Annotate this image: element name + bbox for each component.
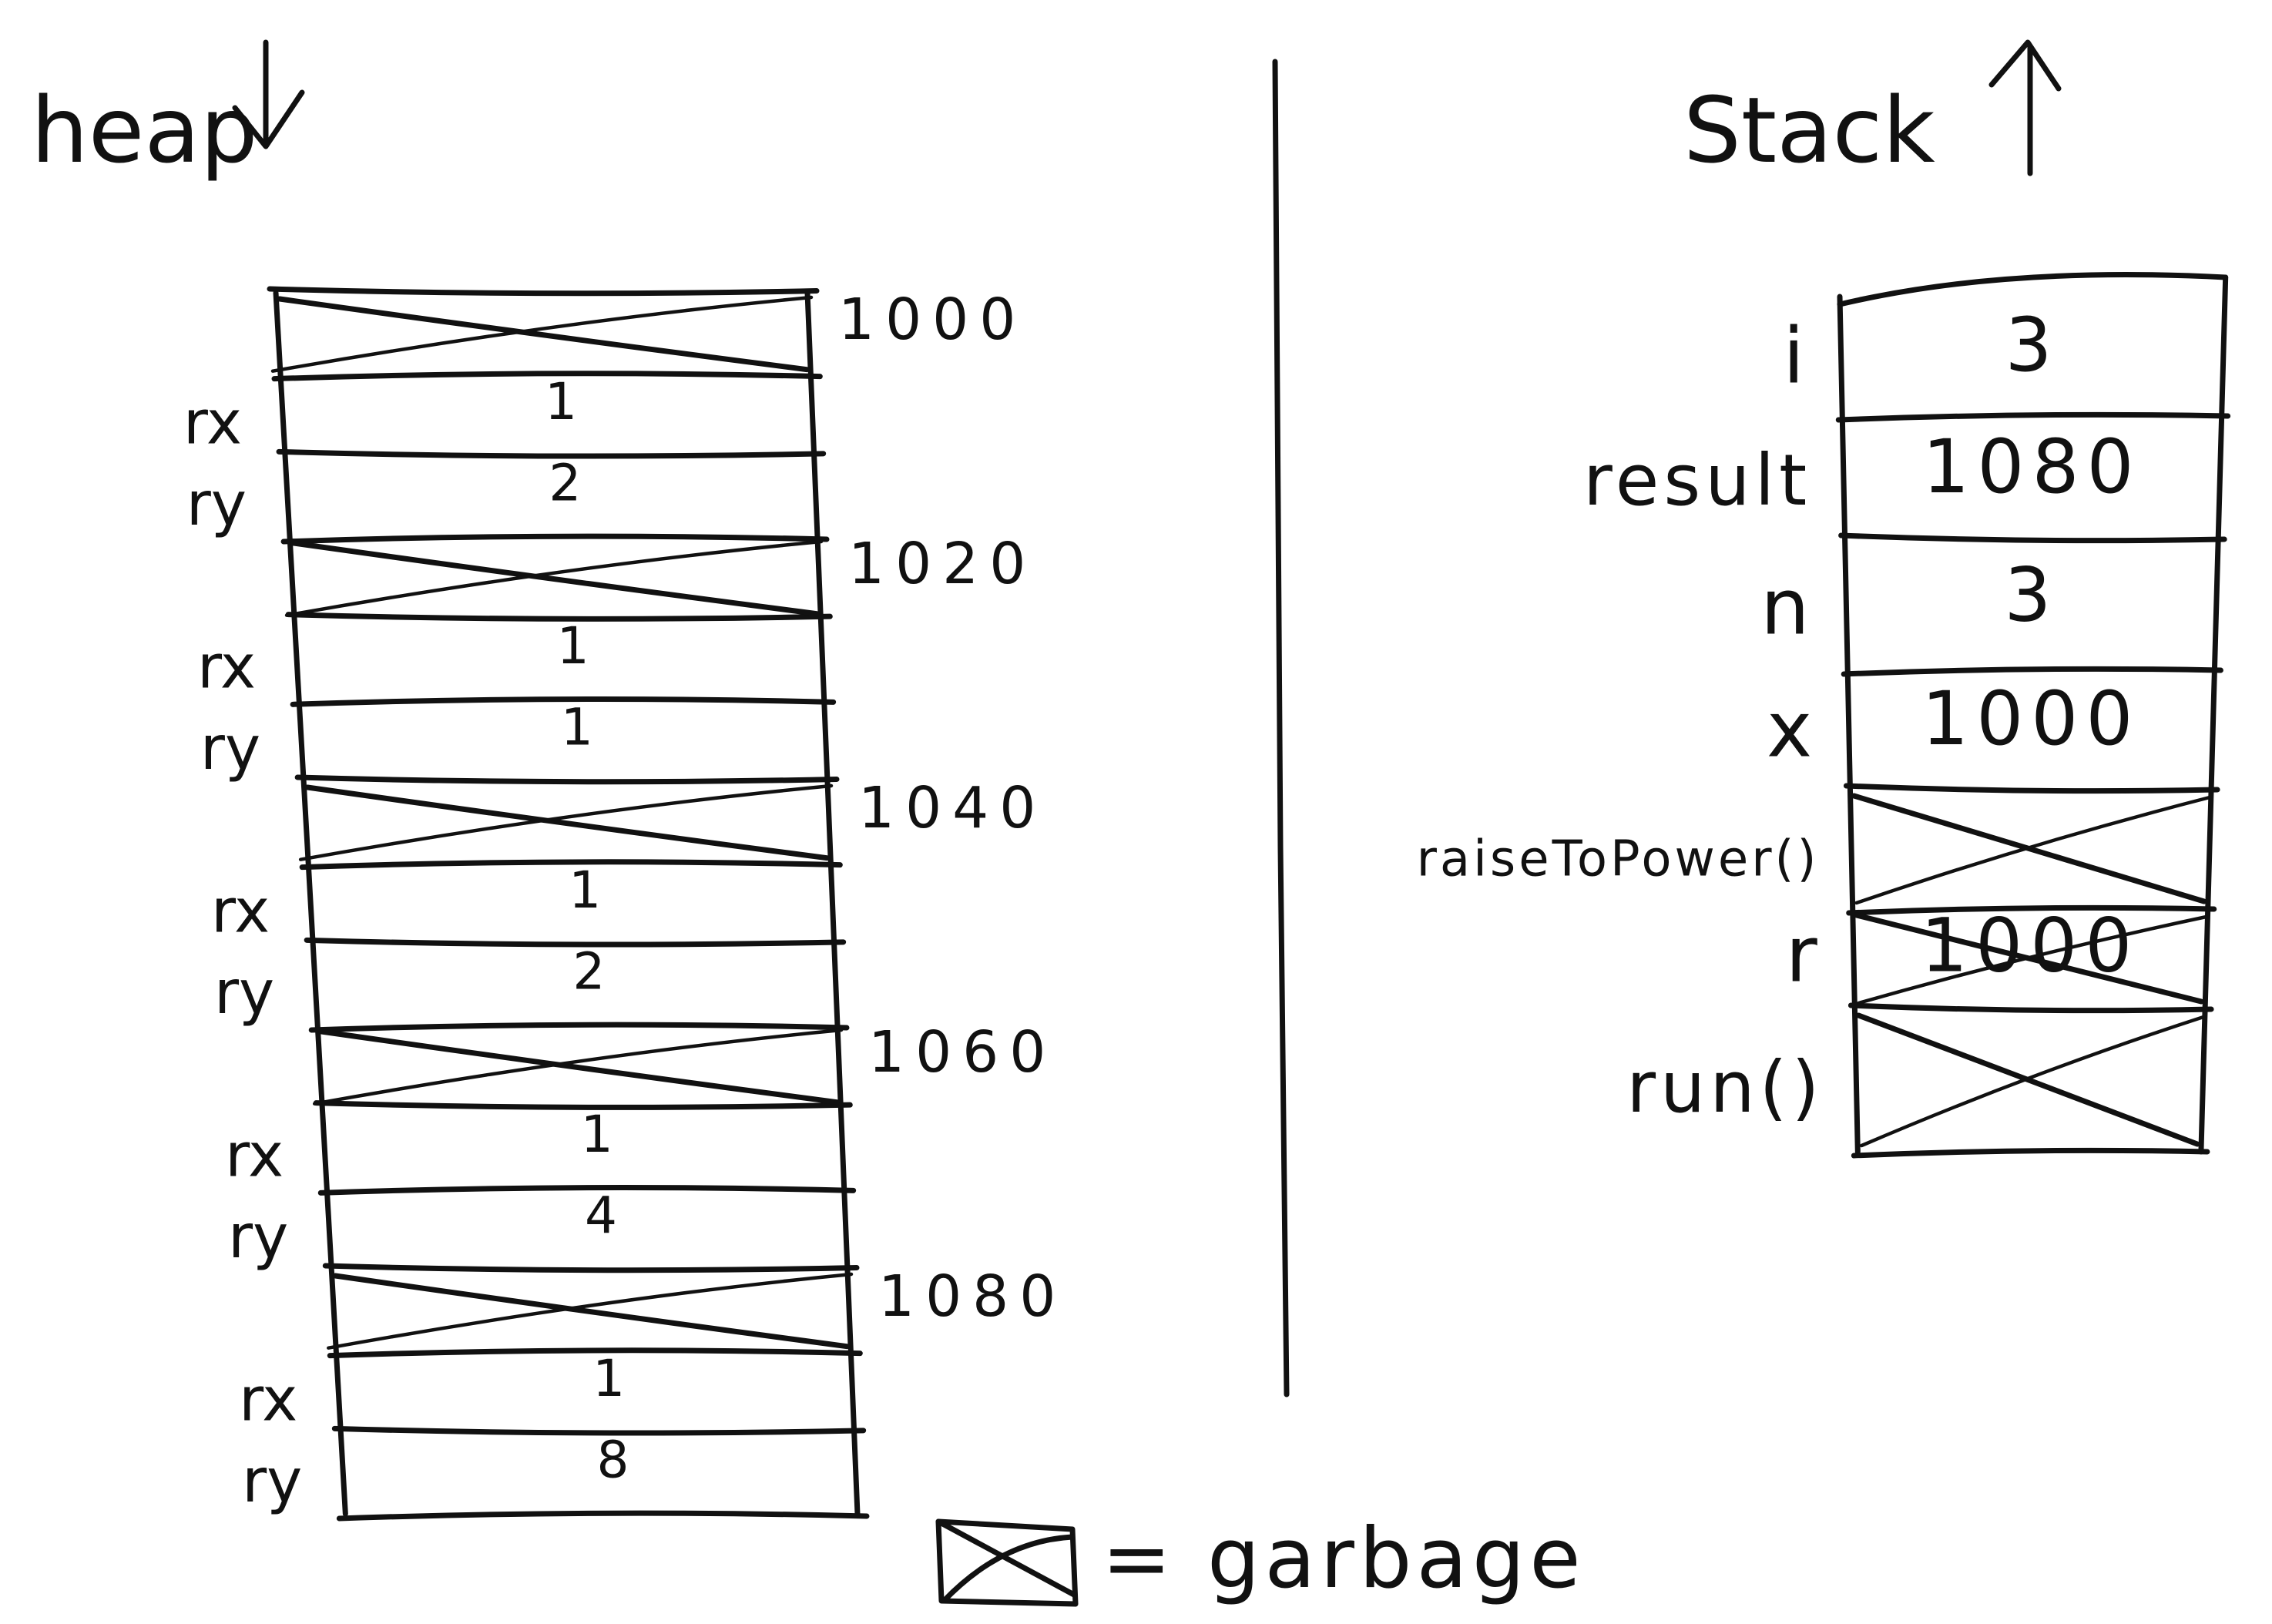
heap-divider — [313, 1100, 853, 1110]
stack-left-wall — [1837, 294, 1861, 1155]
stack-cell: 1080 result — [1583, 424, 2141, 522]
heap-cell-value: 1 — [592, 1349, 625, 1408]
heap-cell-value: 2 — [572, 941, 605, 1001]
stack-divider — [1851, 1147, 2210, 1159]
heap-divider — [280, 533, 830, 545]
heap-cell: 1 rx — [225, 1105, 613, 1191]
heap-cell-label: ry — [242, 1447, 302, 1516]
heap-right-wall — [804, 290, 861, 1517]
heap-cell-label: ry — [228, 1203, 288, 1272]
heap-divider — [271, 371, 823, 382]
heap-divider — [294, 774, 840, 785]
heap-address-label: 1040 — [858, 775, 1046, 841]
heap-cell: 8 ry — [242, 1430, 629, 1516]
heap-address-label: 1000 — [838, 287, 1026, 353]
stack-garbage-cell: raiseToPower() — [1417, 793, 2212, 905]
stack-cell-label: x — [1767, 685, 1817, 775]
heap-cell: 1 rx — [211, 861, 601, 947]
heap-divider — [285, 612, 833, 622]
heap-title: heap — [31, 77, 258, 183]
heap-cell-value: 1 — [545, 372, 577, 431]
heap-cell: 4 ry — [228, 1186, 617, 1272]
stack-column: 3i1080result3n1000xraiseToPower()1000rru… — [1417, 272, 2231, 1159]
stack-divider — [1846, 904, 2217, 916]
heap-address-label: 1080 — [878, 1263, 1066, 1330]
stack-title: Stack — [1683, 77, 1935, 183]
heap-cell-value: 1 — [569, 861, 601, 920]
legend: = garbage — [935, 1511, 1586, 1607]
heap-cell: 1 rx — [197, 616, 589, 703]
heap-cell-label: rx — [197, 632, 256, 702]
stack-cell: 3i — [1783, 302, 2059, 401]
heap-garbage-cell — [284, 539, 824, 617]
heap-cell: 1 ry — [200, 697, 593, 783]
heap-cell-label: ry — [186, 470, 247, 539]
legend-text: = garbage — [1102, 1511, 1586, 1607]
heap-garbage-cell — [298, 783, 834, 861]
heap-cell: 2 ry — [186, 453, 582, 539]
heap-address-label: 1060 — [868, 1019, 1056, 1085]
stack-cell-value: 3 — [2005, 302, 2059, 388]
heap-divider — [276, 448, 827, 459]
stack-cell: 3n — [1760, 552, 2059, 652]
stack-cell-label: r — [1786, 910, 1822, 1000]
heap-divider — [336, 1510, 870, 1522]
stack-top-edge — [1837, 272, 2229, 307]
heap-divider — [327, 1347, 863, 1359]
heap-divider — [304, 937, 847, 948]
heap-address-label: 1020 — [848, 531, 1036, 597]
stack-cell-label: result — [1583, 439, 1811, 522]
heap-garbage-cell — [270, 295, 814, 373]
heap-cell-label: rx — [183, 388, 242, 458]
heap-cell-label: rx — [225, 1121, 284, 1190]
heap-cell: 1 rx — [239, 1349, 625, 1435]
heap-divider — [299, 859, 843, 871]
stack-divider — [1843, 783, 2220, 794]
heap-divider — [317, 1184, 857, 1196]
stack-cell: 1000 x — [1767, 676, 2140, 775]
heap-cell: 1 rx — [183, 372, 577, 458]
heap-cell: 2 ry — [214, 941, 605, 1028]
divider-line — [1272, 59, 1290, 1398]
heap-cell-value: 1 — [557, 616, 589, 676]
stack-cell-label: i — [1783, 311, 1809, 401]
stack-right-wall — [2198, 274, 2229, 1155]
heap-cell-label: ry — [200, 714, 260, 783]
heap-cell-value: 4 — [585, 1186, 617, 1245]
stack-garbage-cell: run() — [1626, 1012, 2206, 1148]
heap-divider — [267, 286, 820, 297]
heap-cell-label: ry — [214, 958, 274, 1028]
stack-divider — [1841, 666, 2223, 677]
stack-cell-label: n — [1760, 562, 1814, 652]
heap-divider — [331, 1425, 867, 1436]
stack-cell-value: 1080 — [1922, 424, 2141, 510]
heap-cell-value: 1 — [561, 697, 593, 757]
crossed-box-icon — [935, 1518, 1079, 1607]
heap-cell-value: 1 — [581, 1105, 613, 1164]
heap-cell-label: rx — [211, 877, 270, 946]
stack-cell-label: raiseToPower() — [1417, 831, 1820, 888]
heap-cell-value: 2 — [549, 453, 581, 512]
up-arrow-icon — [1988, 39, 2062, 176]
heap-garbage-cell — [312, 1028, 844, 1106]
down-arrow-icon — [232, 39, 305, 149]
stack-cell-label: run() — [1626, 1046, 1824, 1129]
heap-garbage-cell — [327, 1272, 854, 1350]
stack-divider — [1847, 1002, 2214, 1014]
heap-divider — [308, 1022, 850, 1033]
stack-cell-value: 1000 — [1921, 676, 2140, 762]
heap-column: 1000 1 rx 2 ry 1020 1 rx 1 ry 1040 1 rx 2 ry 1060 1 rx 4 ry… — [183, 286, 1066, 1522]
heap-divider — [322, 1263, 860, 1273]
stack-cell-value: 3 — [2004, 552, 2059, 638]
heap-cell-value: 8 — [596, 1430, 629, 1489]
heap-left-wall — [273, 290, 348, 1517]
stack-divider — [1835, 411, 2231, 423]
stack-divider — [1838, 532, 2227, 544]
heap-divider — [290, 696, 837, 707]
heap-cell-label: rx — [239, 1365, 297, 1434]
